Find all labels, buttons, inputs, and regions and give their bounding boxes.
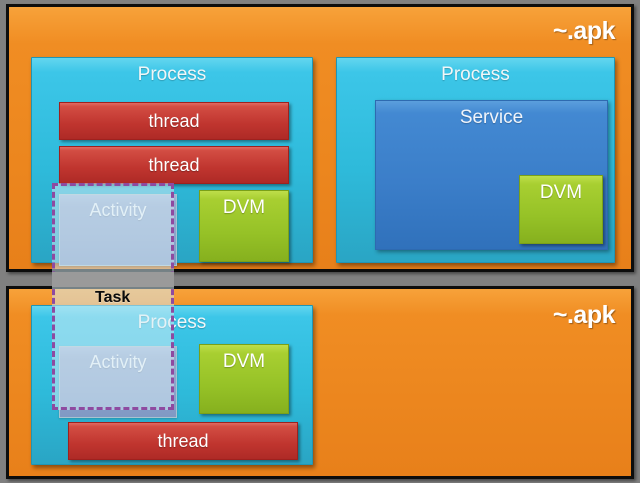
dvm-box-left-top: DVM <box>199 190 289 262</box>
activity-box-bottom: Activity <box>59 346 177 418</box>
activity-box-top: Activity <box>59 194 177 266</box>
process-label-bottom: Process <box>137 312 207 333</box>
service-label: Service <box>459 107 524 128</box>
thread-box-3: thread <box>68 422 298 460</box>
apk-label-top: ~.apk <box>552 17 616 45</box>
task-gap-strip <box>52 272 174 287</box>
apk-label-bottom: ~.apk <box>552 301 616 329</box>
apk-container-bottom: ~.apk Process Activity DVM thread <box>6 286 634 479</box>
task-label: Task <box>95 289 131 306</box>
process-box-left-top: Process thread thread Activity DVM <box>31 57 313 266</box>
process-label-left-top: Process <box>137 64 207 85</box>
thread-box-1: thread <box>59 102 289 140</box>
process-label-right-top: Process <box>441 64 510 85</box>
apk-container-top: ~.apk Process thread thread Activity DVM… <box>6 4 634 272</box>
process-box-bottom: Process Activity DVM thread <box>31 305 313 465</box>
service-box: Service DVM <box>375 100 608 250</box>
thread-box-2: thread <box>59 146 289 184</box>
dvm-box-bottom: DVM <box>199 344 289 414</box>
dvm-box-service: DVM <box>519 175 603 244</box>
process-box-right-top: Process Service DVM <box>336 57 615 263</box>
